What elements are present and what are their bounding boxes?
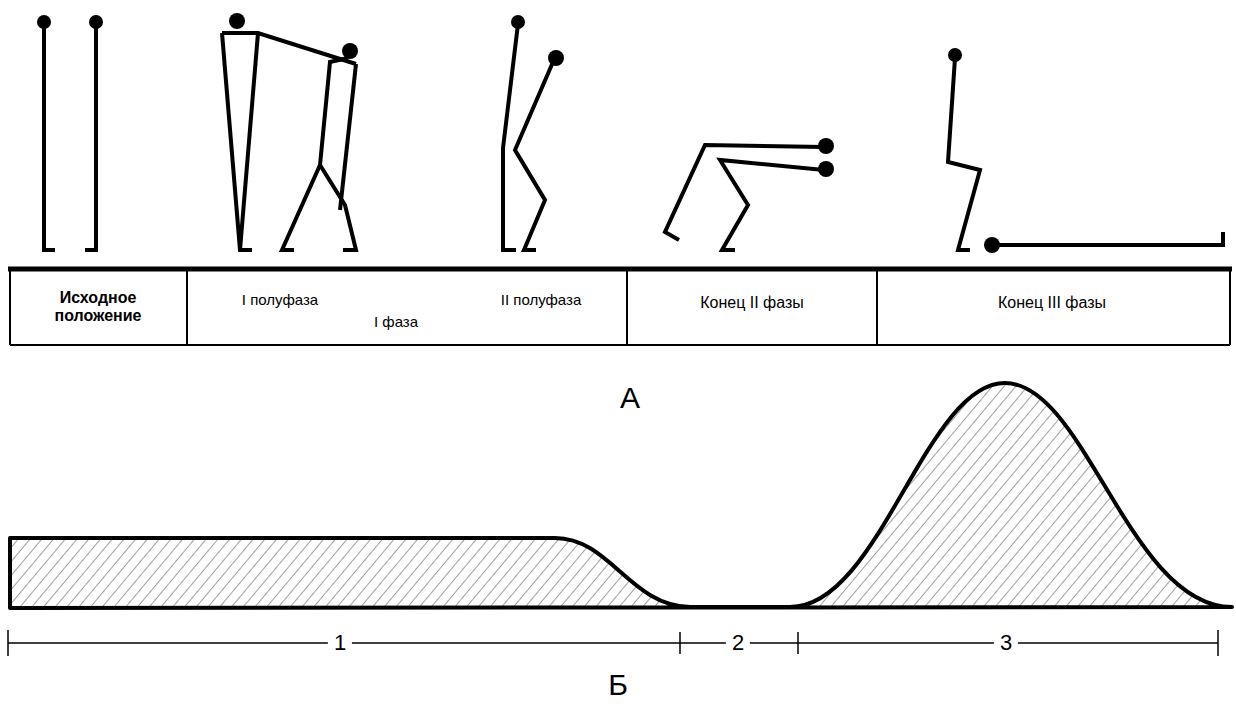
segment-number: 3 bbox=[994, 630, 1018, 655]
table-cell: Конец II фазы bbox=[700, 294, 804, 312]
panel-letter: Б bbox=[608, 668, 628, 703]
table-cell: Конец III фазы bbox=[998, 294, 1106, 312]
segment-number: 1 bbox=[328, 630, 352, 655]
table-cell: Исходное положение bbox=[18, 289, 178, 326]
stick-figures bbox=[44, 24, 1223, 250]
figure-heads bbox=[37, 13, 1000, 253]
segment-number: 2 bbox=[726, 630, 750, 655]
panel-letter: А bbox=[620, 381, 640, 416]
force-curve bbox=[10, 383, 1232, 608]
dimension-line bbox=[8, 630, 1218, 656]
table-cell: I фаза bbox=[374, 313, 418, 330]
phase-table bbox=[8, 269, 1232, 345]
table-cell: II полуфаза bbox=[501, 291, 581, 308]
table-cell: I полуфаза bbox=[242, 291, 318, 308]
